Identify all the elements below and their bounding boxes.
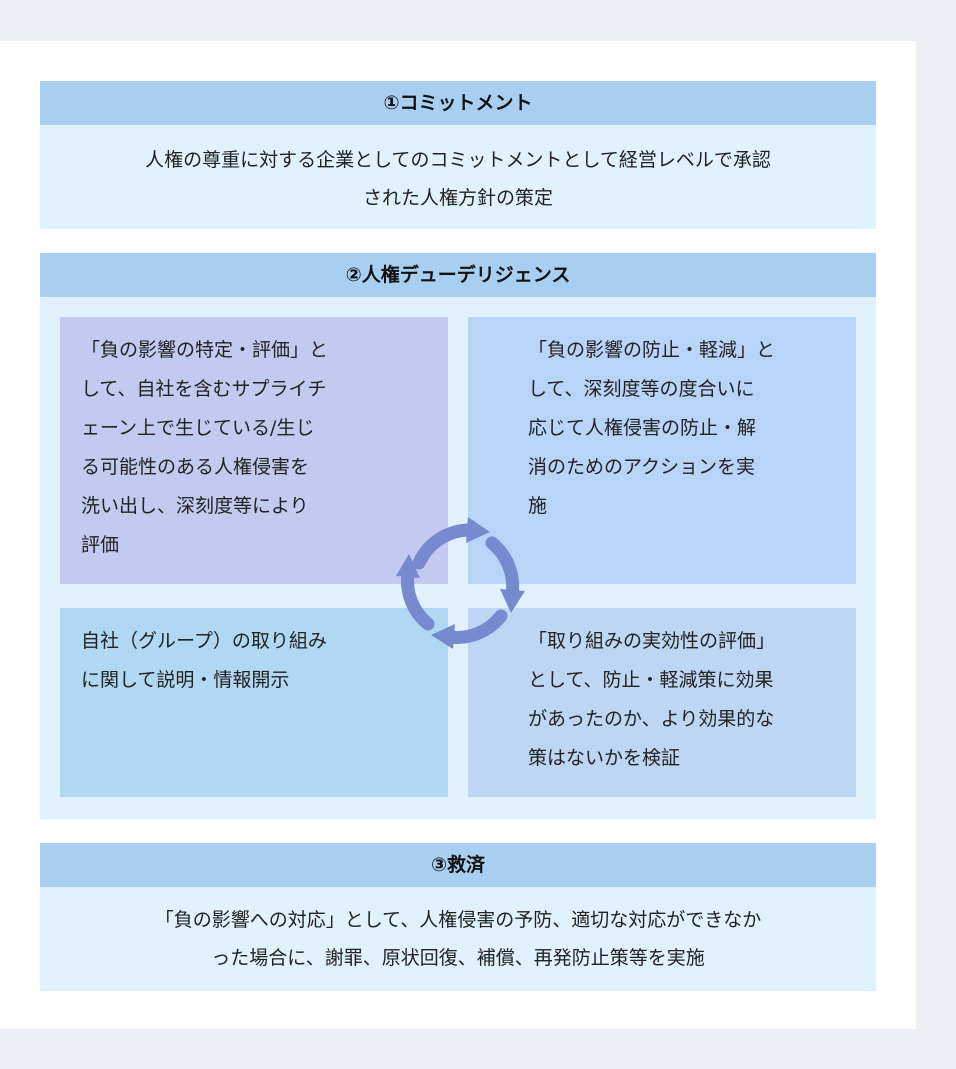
quadrant-prevent-mitigate: 「負の影響の防止・軽減」と して、深刻度等の度合いに 応じて人権侵害の防止・解 … bbox=[468, 317, 856, 584]
section-body-commitment: 人権の尊重に対する企業としてのコミットメントとして経営レベルで承認 された人権方… bbox=[40, 125, 876, 229]
quadrant-effectiveness: 「取り組みの実効性の評価」 として、防止・軽減策に効果 があったのか、より効果的… bbox=[468, 608, 856, 797]
commitment-text: 人権の尊重に対する企業としてのコミットメントとして経営レベルで承認 された人権方… bbox=[145, 149, 771, 209]
remedy-text: 「負の影響への対応」として、人権侵害の予防、適切な対応ができなか った場合に、謝… bbox=[154, 909, 762, 969]
section-commitment: ①コミットメント 人権の尊重に対する企業としてのコミットメントとして経営レベルで… bbox=[40, 81, 876, 229]
section-title-remedy: ③救済 bbox=[40, 843, 876, 887]
quadrant-text: 「取り組みの実効性の評価」 として、防止・軽減策に効果 があったのか、より効果的… bbox=[528, 630, 776, 769]
section-title-due-diligence: ②人権デューデリジェンス bbox=[40, 253, 876, 297]
section-body-remedy: 「負の影響への対応」として、人権侵害の予防、適切な対応ができなか った場合に、謝… bbox=[40, 887, 876, 991]
quadrant-disclosure: 自社（グループ）の取り組み に関して説明・情報開示 bbox=[60, 608, 448, 797]
quadrant-text: 「負の影響の防止・軽減」と して、深刻度等の度合いに 応じて人権侵害の防止・解 … bbox=[528, 339, 776, 517]
quadrant-text: 「負の影響の特定・評価」と して、自社を含むサプライチ ェーン上で生じている/生… bbox=[81, 339, 329, 556]
cycle-arrows-icon bbox=[396, 517, 525, 649]
section-due-diligence: ②人権デューデリジェンス 「負の影響の特定・評価」と して、自社を含むサプライチ… bbox=[40, 253, 876, 819]
content-panel: ①コミットメント 人権の尊重に対する企業としてのコミットメントとして経営レベルで… bbox=[0, 41, 916, 1029]
section-remedy: ③救済 「負の影響への対応」として、人権侵害の予防、適切な対応ができなか った場… bbox=[40, 843, 876, 991]
section-body-due-diligence: 「負の影響の特定・評価」と して、自社を含むサプライチ ェーン上で生じている/生… bbox=[40, 297, 876, 819]
quadrant-identify-assess: 「負の影響の特定・評価」と して、自社を含むサプライチ ェーン上で生じている/生… bbox=[60, 317, 448, 584]
quadrant-text: 自社（グループ）の取り組み に関して説明・情報開示 bbox=[81, 630, 327, 691]
section-title-commitment: ①コミットメント bbox=[40, 81, 876, 125]
